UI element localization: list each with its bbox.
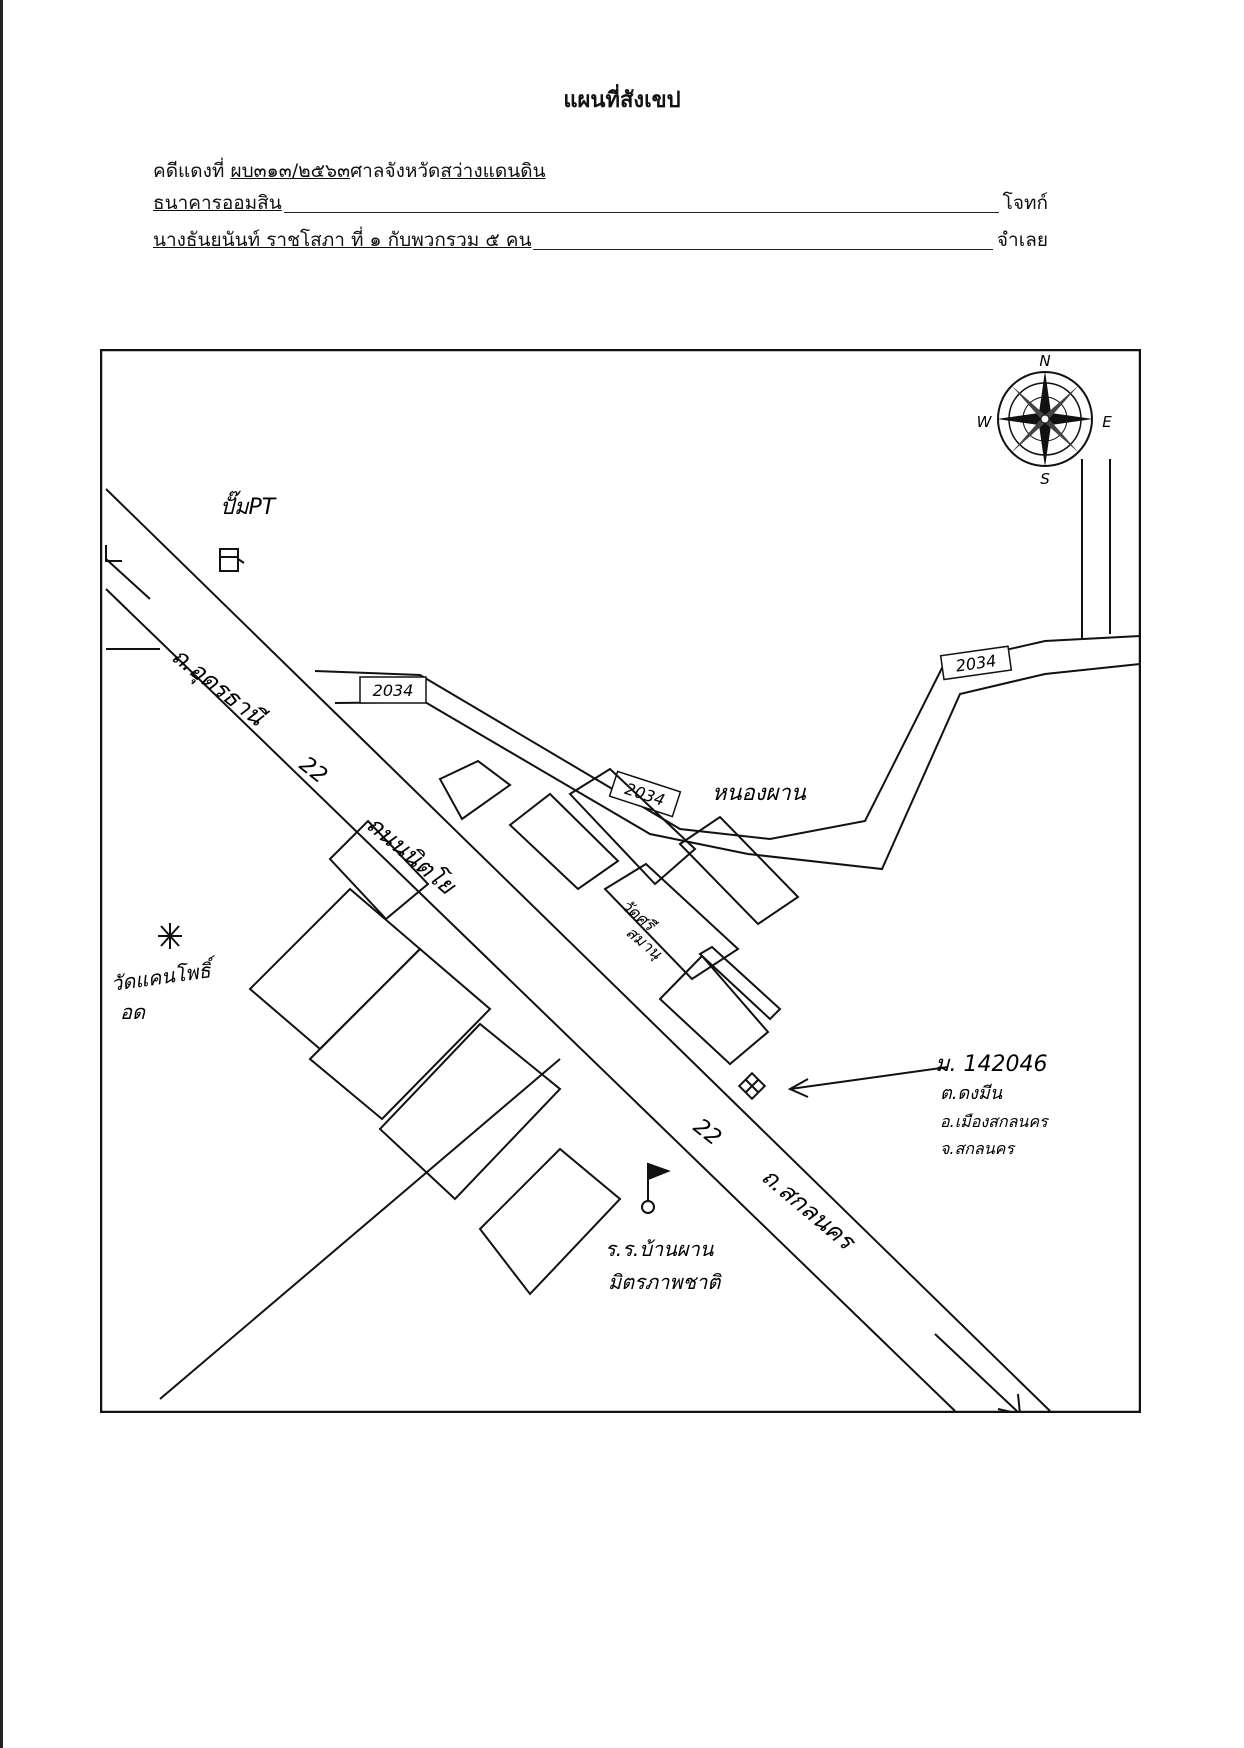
- case-line: คดีแดงที่ ผบ๓๑๓/๒๕๖๓ศาลจังหวัดสว่างแดนดิ…: [153, 156, 1048, 186]
- compass-s-label: S: [1040, 470, 1050, 488]
- defendant-role: จำเลย: [996, 229, 1048, 251]
- highway-number-bottom: 22: [688, 1114, 725, 1151]
- defendant-fill-line: [533, 249, 993, 250]
- gas-pump-icon: [219, 548, 245, 572]
- page-left-rule: [0, 0, 3, 1748]
- map-frame: [100, 349, 1141, 1413]
- highway-number-top: 22: [294, 752, 331, 789]
- road-main-label: ถนนนิตโย: [361, 810, 462, 901]
- case-prefix: คดีแดงที่: [153, 160, 231, 182]
- road-2034-box-c: 2034: [939, 645, 1013, 681]
- temple-left-icon: [158, 923, 182, 949]
- north-road: [1081, 459, 1111, 639]
- sketch-map: 2034 2034 2034 N E: [100, 349, 1141, 1413]
- page-title: แผนที่สังเขป: [563, 88, 681, 113]
- compass-n-label: N: [1039, 352, 1050, 370]
- case-number: ผบ๓๑๓/๒๕๖๓: [230, 160, 351, 182]
- direction-arrow-down: [934, 1333, 1021, 1413]
- plaintiff-fill-line: [283, 212, 999, 213]
- location-line-2: ต.ดงมีน: [940, 1083, 1003, 1104]
- compass-rose-icon: [997, 371, 1093, 467]
- location-line-4: จ.สกลนคร: [940, 1139, 1016, 1158]
- direction-arrow-up: [105, 545, 151, 600]
- temple-left-label-1: วัดแคนโพธิ์: [109, 954, 219, 996]
- school-label-2: มิตรภาพชาติ: [608, 1270, 722, 1294]
- location-line-3: อ.เมืองสกลนคร: [940, 1112, 1050, 1131]
- court-name: สว่างแดนดิน: [440, 160, 546, 182]
- plaintiff-name: ธนาคารออมสิน: [153, 192, 282, 214]
- road-to-udon-label: ถ.อุดรธานี: [166, 642, 272, 733]
- road-2034-label-a: 2034: [373, 681, 414, 700]
- school-flag-icon: [641, 1162, 671, 1214]
- defendant-name: นางธันยนันท์ ราชโสภา ที่ ๑ กับพวกรวม ๕ ค…: [153, 229, 532, 251]
- plaintiff-line: ธนาคารออมสิน โจทก์: [153, 190, 1048, 218]
- school-label-1: ร.ร.บ้านผาน: [605, 1237, 715, 1261]
- highway-22: [105, 488, 1051, 1412]
- defendant-line: นางธันยนันท์ ราชโสภา ที่ ๑ กับพวกรวม ๕ ค…: [153, 227, 1048, 255]
- location-pointer-arrow: [787, 1066, 949, 1098]
- town-blocks: [159, 759, 800, 1400]
- land-plot-marker-icon: [737, 1071, 767, 1101]
- compass-w-label: W: [977, 413, 993, 431]
- nong-phan-label: หนองผาน: [712, 781, 807, 806]
- road-2034: [314, 635, 1141, 871]
- gas-pump-label: ปั๊มPT: [220, 490, 277, 520]
- court-prefix: ศาลจังหวัด: [350, 160, 441, 182]
- location-line-1: ม. 142046: [935, 1052, 1047, 1077]
- compass-e-label: E: [1102, 413, 1112, 431]
- temple-left-label-2: อด: [120, 1000, 146, 1024]
- plaintiff-role: โจทก์: [1002, 192, 1048, 214]
- road-2034-box-a: 2034: [359, 676, 427, 704]
